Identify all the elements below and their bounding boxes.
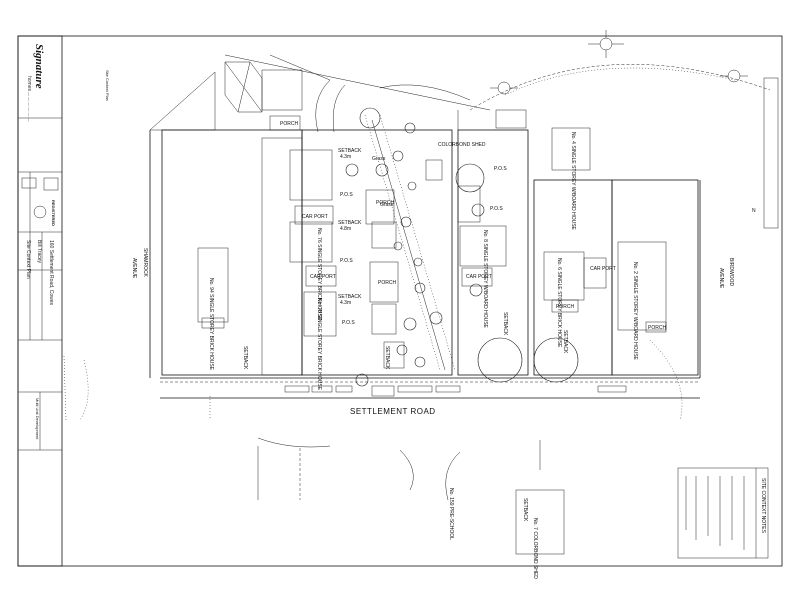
svg-text:P.O.S: P.O.S [490,206,503,212]
footpath [284,385,627,397]
sheet-border [17,35,783,567]
svg-text:PORCH: PORCH [378,280,396,286]
building-no8: CAR PORT No. 8 SINGLE STOREY W/BOARD HOU… [457,166,508,336]
svg-text:Grass: Grass [372,156,386,162]
svg-text:P.O.S: P.O.S [340,192,353,198]
svg-text:CAR PORT: CAR PORT [590,266,616,272]
lower-area: SETBACK No. 7 COLORBOND SHED No. 159 PRE… [63,339,683,579]
title-block: Signature homes — — — — — — REGISTERED S… [17,35,63,567]
svg-text:SETBACK: SETBACK [338,220,362,226]
building-no2: PORCH No. 2 SINGLE STOREY W/BOARD HOUSE [617,241,666,361]
street-birdwood-2: AVENUE [718,268,724,289]
svg-text:SETBACK: SETBACK [562,330,568,354]
svg-text:SITE CONTEXT NOTES: SITE CONTEXT NOTES [760,478,766,534]
svg-text:No. 78 SINGLE STOREY BRICK HOU: No. 78 SINGLE STOREY BRICK HOUSE [316,298,322,391]
svg-text:PORCH: PORCH [376,200,394,206]
client-name: Bill Tracey [36,240,42,264]
building-cluster-left: CAR PORT CAR PORT No. 76 SINGLE STOREY B… [289,148,362,391]
svg-text:SETBACK: SETBACK [338,294,362,300]
svg-text:PORCH: PORCH [556,304,574,310]
project-name: Multi Unit Development [35,398,40,440]
svg-text:No. 4 SINGLE STOREY W/BOARD HO: No. 4 SINGLE STOREY W/BOARD HOUSE [570,132,576,231]
svg-text:No. 2 SINGLE STOREY W/BOARD HO: No. 2 SINGLE STOREY W/BOARD HOUSE [632,262,638,361]
development-site: PORCH PORCH Grass Grass SETBACK [364,114,456,371]
registered-badge: REGISTERED [33,200,56,226]
north-arrow: N [752,77,779,229]
svg-text:No. 76 SINGLE STOREY BRICK HOU: No. 76 SINGLE STOREY BRICK HOUSE [316,228,322,321]
sun-path [469,30,771,111]
street-birdwood: BIRDWOOD [728,258,734,286]
svg-text:PORCH: PORCH [648,325,666,331]
svg-text:Grass: Grass [380,202,394,208]
svg-text:P.O.S: P.O.S [494,166,507,172]
svg-text:4.3m: 4.3m [340,300,351,306]
svg-text:SETBACK: SETBACK [384,346,390,370]
building-no94: No. 94 SINGLE STOREY BRICK HOUSE SETBACK [197,247,248,371]
svg-text:P.O.S: P.O.S [342,320,355,326]
sun-icon [497,37,741,95]
trees [345,107,579,387]
svg-text:REGISTERED: REGISTERED [51,200,56,226]
colorbond-shed: COLORBOND SHED [425,142,486,181]
svg-text:No. 6 SINGLE STOREY BRICK HOUS: No. 6 SINGLE STOREY BRICK HOUSE [556,258,562,348]
svg-text:P.O.S: P.O.S [340,258,353,264]
lot-boundaries [149,54,699,376]
site-address: 160 Settlement Road, Cowes [48,240,54,306]
svg-text:SETBACK: SETBACK [242,346,248,370]
drawing-title: Site Context Plan [105,70,110,101]
logo-subtext: homes [26,76,32,92]
svg-text:CAR PORT: CAR PORT [310,274,336,280]
svg-text:CAR PORT: CAR PORT [302,214,328,220]
svg-text:PORCH: PORCH [280,121,298,127]
svg-text:No. 94 SINGLE STOREY BRICK HOU: No. 94 SINGLE STOREY BRICK HOUSE [208,278,214,371]
svg-text:COLORBOND SHED: COLORBOND SHED [438,142,486,148]
building-no4: No. 4 SINGLE STOREY W/BOARD HOUSE [495,109,591,231]
street-settlement: SETTLEMENT ROAD [350,407,436,416]
house-top-left: PORCH [224,61,303,131]
street-shamrock-2: AVENUE [131,258,137,279]
svg-text:No. 7 COLORBOND SHED: No. 7 COLORBOND SHED [532,518,538,579]
svg-text:4.3m: 4.3m [340,154,351,160]
logo-text: Signature [33,44,45,89]
svg-text:SETBACK: SETBACK [338,148,362,154]
svg-text:No. 159 PRE-SCHOOL: No. 159 PRE-SCHOOL [448,488,454,540]
svg-text:CAR PORT: CAR PORT [466,274,492,280]
svg-text:SETBACK: SETBACK [522,498,528,522]
svg-text:— — — — — —: — — — — — — [27,92,32,122]
site-context-notes: SITE CONTEXT NOTES [677,467,769,559]
north-label: N [752,208,756,214]
building-no6: CAR PORT PORCH No. 6 SINGLE STOREY BRICK… [543,251,616,354]
street-shamrock: SHAMROCK [142,248,148,278]
svg-text:SETBACK: SETBACK [502,312,508,336]
svg-text:No. 8 SINGLE STOREY W/BOARD HO: No. 8 SINGLE STOREY W/BOARD HOUSE [482,230,488,329]
svg-text:4.8m: 4.8m [340,226,351,232]
sheet-title: Site Context Plan [25,240,31,279]
